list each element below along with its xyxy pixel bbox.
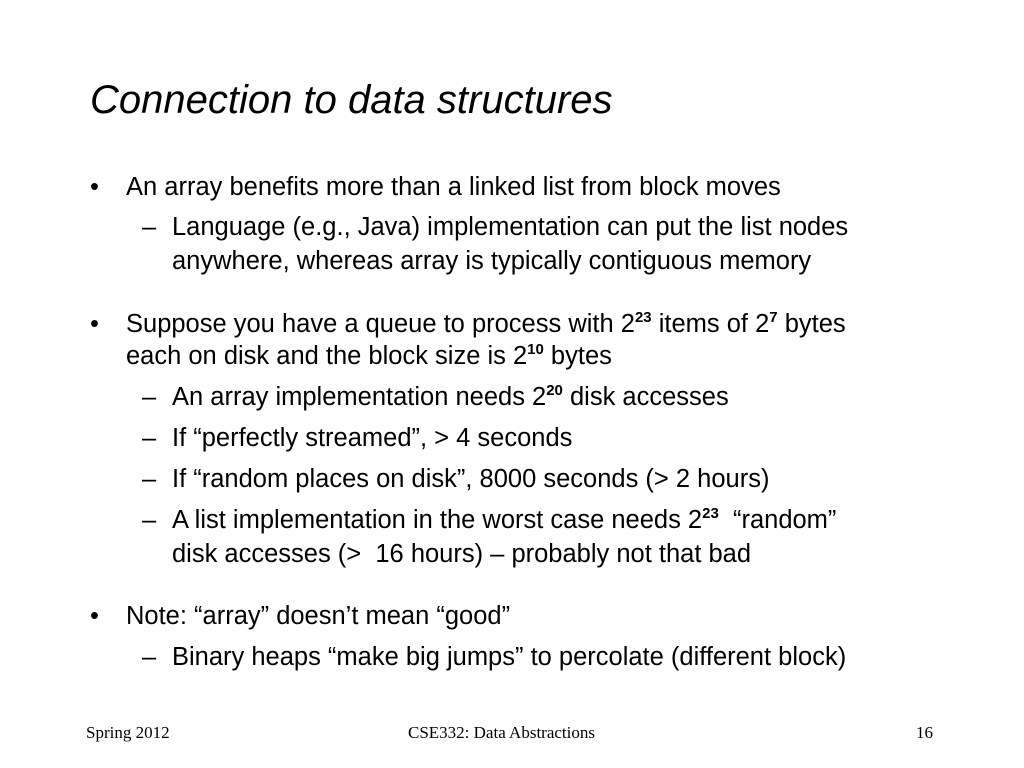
sub-list-implementation-line2: disk accesses (> 16 hours) – probably no… — [172, 540, 752, 568]
dash-marker: – — [142, 213, 157, 241]
footer-page-number: 16 — [916, 723, 933, 742]
dash-marker: – — [142, 424, 157, 452]
bullet-array-benefits: An array benefits more than a linked lis… — [126, 173, 781, 201]
sub-language-line1: Language (e.g., Java) implementation can… — [172, 213, 849, 241]
slide-title: Connection to data structures — [90, 78, 613, 122]
bullet-array-not-good: Note: “array” doesn’t mean “good” — [126, 602, 511, 630]
bullet-marker: • — [90, 173, 99, 201]
sub-perfectly-streamed: If “perfectly streamed”, > 4 seconds — [172, 424, 573, 452]
dash-marker: – — [142, 506, 157, 534]
sub-array-accesses: An array implementation needs 220 disk a… — [172, 382, 729, 411]
bullet-queue-line2: each on disk and the block size is 210 b… — [126, 341, 612, 370]
sub-random-places: If “random places on disk”, 8000 seconds… — [172, 465, 770, 493]
dash-marker: – — [142, 643, 157, 671]
sub-binary-heaps: Binary heaps “make big jumps” to percola… — [172, 643, 847, 671]
bullet-queue-line1: Suppose you have a queue to process with… — [126, 309, 846, 338]
bullet-marker: • — [90, 310, 99, 338]
dash-marker: – — [142, 465, 157, 493]
footer-date: Spring 2012 — [86, 723, 170, 742]
sub-language-line2: anywhere, whereas array is typically con… — [172, 247, 812, 275]
footer-course: CSE332: Data Abstractions — [408, 723, 595, 742]
sub-list-implementation-line1: A list implementation in the worst case … — [172, 505, 837, 534]
dash-marker: – — [142, 383, 157, 411]
bullet-marker: • — [90, 602, 99, 630]
